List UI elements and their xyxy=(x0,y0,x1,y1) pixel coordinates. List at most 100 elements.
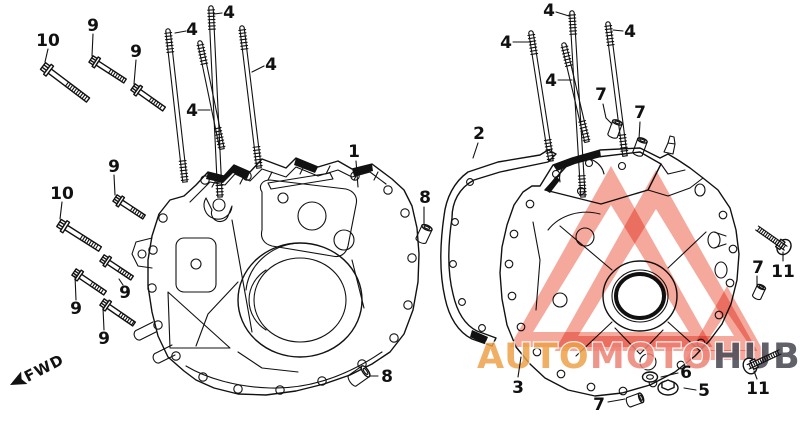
right-crankcase-drawing-g-circle xyxy=(676,360,686,370)
bolt-head-flange xyxy=(115,195,126,208)
callout-number: 9 xyxy=(130,42,142,62)
callout-5: 5 xyxy=(683,381,710,401)
callout-number: 4 xyxy=(223,3,235,23)
stud-thread-bottom xyxy=(577,175,587,196)
right-crankcase-drawing-path xyxy=(663,135,676,155)
stud-bottom xyxy=(548,160,554,162)
stud-part-4 xyxy=(568,10,587,198)
stud-top xyxy=(197,40,203,44)
callout-leader-line xyxy=(133,59,137,85)
callout-4: 4 xyxy=(251,55,277,75)
left-crankcase-drawing-circle xyxy=(277,192,289,204)
callout-number: 7 xyxy=(752,258,764,278)
stud-thread-bottom xyxy=(213,127,226,149)
flange-bolt-part-11 xyxy=(742,349,782,375)
callout-4: 4 xyxy=(186,101,211,121)
dowel-side xyxy=(607,120,623,138)
callout-number: 4 xyxy=(265,55,277,75)
callout-leader-line xyxy=(607,398,626,403)
dowel-side xyxy=(348,365,370,387)
flange-bolt-part-11 xyxy=(755,225,792,256)
stud-thread-top xyxy=(604,24,615,47)
stud-top xyxy=(528,30,534,34)
stud-rod xyxy=(569,12,586,198)
left-crankcase-drawing-g-circle xyxy=(383,185,393,195)
dowel-side xyxy=(632,138,648,156)
left-crankcase-drawing-g xyxy=(133,321,176,364)
gasket-drawing-g-circle xyxy=(478,324,486,332)
left-crankcase-drawing-path xyxy=(195,281,239,347)
callout-number: 9 xyxy=(119,283,131,303)
callout-4: 4 xyxy=(500,33,532,53)
left-crankcase-drawing-circle xyxy=(212,198,226,212)
left-crankcase-drawing-path xyxy=(245,242,301,291)
left-crankcase-drawing-g-circle xyxy=(400,208,410,218)
stud-thread-top xyxy=(207,9,216,30)
bolt-thread xyxy=(64,81,88,101)
left-case-recess xyxy=(175,237,217,293)
dowel-back xyxy=(347,374,357,387)
bolt-head-flange xyxy=(102,255,113,268)
callout-9: 9 xyxy=(130,42,142,85)
stud-thread-top xyxy=(527,33,539,56)
callout-leader-line xyxy=(683,387,697,391)
bolt-shaft xyxy=(95,60,127,84)
left-crankcase-drawing-g-path xyxy=(152,344,176,364)
fasteners-group xyxy=(39,5,792,408)
left-crankcase-drawing-g-circle xyxy=(153,320,163,330)
callout-leader-line xyxy=(753,370,758,380)
left-crankcase-drawing-g-circle xyxy=(198,372,208,382)
stud-rod xyxy=(561,43,590,144)
stud-part-4 xyxy=(238,25,263,169)
callout-number: 2 xyxy=(473,124,485,144)
callout-leader-line xyxy=(251,65,265,73)
left-crankcase-drawing-g-circle xyxy=(158,213,168,223)
gasket-drawing-g xyxy=(449,178,486,332)
gasket-drawing-g-circle xyxy=(451,218,459,226)
left-crankcase-drawing-g-circle xyxy=(389,333,399,343)
hex-bolt-drawing xyxy=(39,61,91,103)
gasket-outline xyxy=(440,149,557,347)
callout-number: 11 xyxy=(746,379,770,399)
stud-rod xyxy=(208,7,223,198)
bolt-thread xyxy=(117,266,132,280)
right-crankcase-drawing-g-circle xyxy=(532,347,542,357)
callout-8: 8 xyxy=(419,188,431,226)
left-crankcase-drawing-path xyxy=(167,291,231,349)
left-crankcase-drawing-circle xyxy=(333,229,355,251)
callout-leader-line xyxy=(44,48,49,63)
gasket-drawing-path xyxy=(470,330,488,344)
left-crankcase-drawing-g-circle xyxy=(147,283,157,293)
stud-thread-bottom xyxy=(178,160,189,181)
callout-number: 7 xyxy=(634,103,646,123)
left-crankcase-drawing-path xyxy=(294,158,318,173)
dowel-hole xyxy=(639,138,646,143)
stud-thread-top xyxy=(560,45,573,67)
stud-top xyxy=(561,42,567,47)
callout-9: 9 xyxy=(108,157,120,196)
right-crankcase-drawing-circle xyxy=(639,353,657,371)
callout-leader-line xyxy=(213,12,223,15)
dowel-hole xyxy=(362,367,369,375)
dowel-face xyxy=(637,392,645,404)
bolt-thread xyxy=(148,96,163,110)
left-case-deck-hatch xyxy=(211,165,379,188)
callout-leader-line xyxy=(472,142,479,159)
hex-bolt-drawing xyxy=(71,268,108,296)
dowel-pin-drawing xyxy=(632,137,648,157)
stud-part-4 xyxy=(604,21,629,157)
gasket-drawing-g-circle xyxy=(458,298,466,306)
stud-part-4 xyxy=(207,5,224,198)
left-crankcase-drawing xyxy=(131,157,420,396)
callout-11: 11 xyxy=(771,251,795,282)
stud-part-4 xyxy=(164,28,189,183)
stud-thread-bottom xyxy=(578,120,591,142)
callout-7: 7 xyxy=(593,395,626,415)
stud-bottom xyxy=(584,140,590,144)
callout-1: 1 xyxy=(348,142,360,188)
callout-number: 10 xyxy=(36,31,60,51)
thread xyxy=(748,350,780,369)
bolt-head-flange xyxy=(91,56,102,69)
